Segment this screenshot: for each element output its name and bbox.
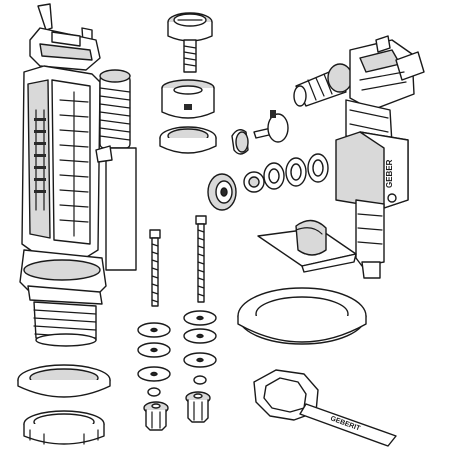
long-bolt-left [149, 229, 161, 307]
actuator-knob [167, 12, 213, 73]
fill-valve: GEBER [293, 35, 425, 279]
spanner-tool: GEBERIT [253, 369, 397, 447]
large-gasket [237, 287, 367, 345]
washers-left-stack [137, 322, 171, 397]
lock-nut [23, 410, 105, 445]
overflow-pipe [95, 69, 137, 271]
wing-nut-right [185, 391, 211, 423]
flush-valve [19, 3, 137, 347]
wing-nut-left [143, 401, 169, 431]
fill-valve-brand-text: GEBER [385, 159, 394, 188]
fill-valve-brand: GEBER [385, 159, 394, 188]
bearing-cup [161, 79, 215, 119]
seal-ring-top [159, 126, 217, 154]
large-grommet [207, 173, 237, 211]
washer-set-small [243, 153, 329, 193]
bolt-with-washer [231, 110, 289, 155]
washers-right-stack [183, 310, 217, 385]
level-scale [34, 109, 46, 211]
threaded-outlet [33, 301, 97, 347]
long-bolt-right [195, 215, 207, 303]
seal-ring-bottom [17, 364, 111, 398]
mounting-clip [257, 219, 357, 273]
